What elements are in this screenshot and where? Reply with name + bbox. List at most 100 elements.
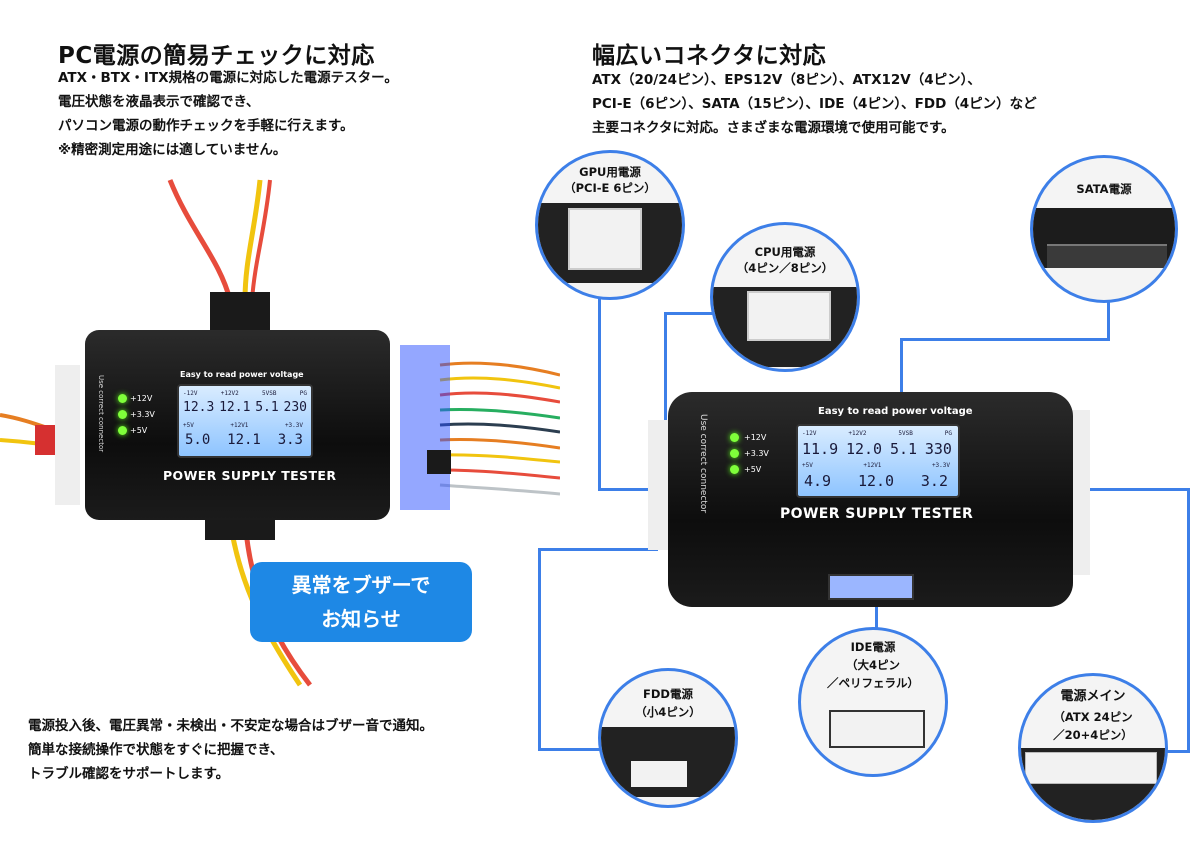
- lcd-value: 11.9: [802, 440, 839, 458]
- left-lcd: -12V +12V2 5VSB PG 12.3 12.1 5.1 230 +5V…: [177, 384, 313, 458]
- left-line: ※精密測定用途には適していません。: [58, 142, 287, 158]
- led-label: +5V: [744, 465, 762, 474]
- callout-line: [664, 312, 667, 492]
- callout-title: GPU用電源: [579, 165, 641, 179]
- brand-label: POWER SUPPLY TESTER: [780, 506, 974, 522]
- led-indicator: [730, 449, 739, 458]
- lcd-label: +5V: [802, 462, 813, 469]
- fdd-connector-image: [631, 761, 687, 787]
- side-text: Use correct connector: [97, 375, 105, 453]
- cpu-connector-image: [747, 291, 831, 341]
- left-tester-body: Easy to read power voltage -12V +12V2 5V…: [85, 330, 451, 520]
- callout-subtitle: ／20+4ピン）: [1053, 728, 1133, 742]
- left-product-image: [0, 179, 560, 687]
- lcd-value: 12.0: [845, 440, 883, 458]
- lcd-label: +12V1: [863, 462, 882, 469]
- lcd-label: 5VSB: [262, 390, 277, 397]
- callout-subtitle: （4ピン／8ピン）: [736, 261, 834, 275]
- left-bottom-description: 電源投入後、電圧異常・未検出・不安定な場合はブザー音で通知。 簡単な接続操作で状…: [28, 714, 433, 786]
- led-indicator: [118, 410, 127, 419]
- lcd-value: 5.0: [185, 432, 211, 448]
- callout-line: [598, 488, 658, 491]
- side-text: Use correct connector: [698, 414, 708, 514]
- led-label: +3.3V: [130, 410, 155, 419]
- left-bottom-line: トラブル確認をサポートします。: [28, 766, 230, 782]
- callout-line: [1090, 488, 1190, 491]
- main-power-callout: 電源メイン （ATX 24ピン ／20+4ピン）: [1018, 673, 1168, 823]
- arrow-down-icon: [427, 450, 451, 474]
- lcd-label: +12V2: [220, 390, 239, 397]
- right-description: ATX（20/24ピン）、EPS12V（8ピン）、ATX12V（4ピン）、 PC…: [592, 68, 1037, 140]
- led-label: +5V: [130, 426, 148, 435]
- lcd-label: PG: [299, 390, 307, 397]
- lcd-value: 12.0: [857, 472, 895, 490]
- callout-title: SATA電源: [1076, 182, 1132, 196]
- led-indicator: [730, 433, 739, 442]
- lcd-value: 4.9: [804, 472, 832, 490]
- lcd-label: +5V: [183, 422, 194, 429]
- lcd-label: +3.3V: [284, 422, 303, 429]
- left-line: パソコン電源の動作チェックを手軽に行えます。: [58, 118, 354, 134]
- callout-line: [538, 548, 658, 551]
- buzzer-alert-badge: 異常をブザーで お知らせ: [250, 562, 472, 642]
- lcd-value: 12.1: [227, 432, 261, 448]
- led-indicator: [118, 426, 127, 435]
- left-description: ATX・BTX・ITX規格の電源に対応した電源テスター。 電圧状態を液晶表示で確…: [58, 66, 398, 162]
- lcd-value: 3.2: [920, 472, 948, 490]
- lcd-value: 3.3: [277, 432, 303, 448]
- lcd-label: -12V: [183, 390, 198, 397]
- callout-line: [598, 290, 601, 490]
- led-label: +12V: [130, 394, 153, 403]
- left-bottom-line: 簡単な接続操作で状態をすぐに把握でき、: [28, 742, 284, 758]
- callout-line: [900, 338, 1110, 341]
- badge-line: お知らせ: [321, 607, 401, 631]
- lcd-label: +3.3V: [931, 462, 950, 469]
- lcd-value: 5.1: [255, 400, 279, 415]
- right-tester-body: Easy to read power voltage -12V +12V2 5V…: [668, 392, 1073, 607]
- led-label: +12V: [744, 433, 767, 442]
- lcd-value: 12.3: [183, 400, 215, 415]
- led-indicator: [118, 394, 127, 403]
- led-indicator: [730, 465, 739, 474]
- led-label: +3.3V: [744, 449, 769, 458]
- ide-connector-image: [829, 710, 925, 748]
- cpu-callout: CPU用電源 （4ピン／8ピン）: [710, 222, 860, 372]
- callout-subtitle: （ATX 24ピン: [1053, 710, 1133, 724]
- gpu-connector-image: [568, 208, 642, 270]
- lcd-label: -12V: [802, 430, 817, 437]
- sata-connector-image: [1047, 244, 1167, 268]
- callout-line: [538, 748, 600, 751]
- badge-line: 異常をブザーで: [291, 573, 431, 597]
- lcd-value: 5.1: [889, 440, 918, 458]
- callout-line: [1165, 750, 1190, 753]
- lcd-title: Easy to read power voltage: [180, 370, 304, 379]
- lcd-value: 330: [924, 440, 952, 458]
- right-lcd: -12V +12V2 5VSB PG 11.9 12.0 5.1 330 +5V…: [796, 424, 960, 498]
- callout-subtitle: （大4ピン: [845, 658, 900, 672]
- callout-line: [664, 312, 720, 315]
- lcd-label: +12V2: [848, 430, 867, 437]
- lcd-value: 12.1: [219, 400, 251, 415]
- lcd-label: 5VSB: [898, 430, 913, 437]
- callout-title: 電源メイン: [1060, 689, 1126, 704]
- callout-line: [1187, 488, 1190, 753]
- callout-title: FDD電源: [643, 687, 693, 701]
- right-line: 主要コネクタに対応。さまざまな電源環境で使用可能です。: [592, 120, 955, 136]
- callout-subtitle: （小4ピン）: [635, 705, 701, 719]
- gpu-callout: GPU用電源 （PCI-E 6ピン）: [535, 150, 685, 300]
- left-heading: PC電源の簡易チェックに対応: [58, 43, 375, 69]
- fdd-callout: FDD電源 （小4ピン）: [598, 668, 738, 808]
- left-line: 電圧状態を液晶表示で確認でき、: [58, 94, 260, 110]
- ide-callout: IDE電源 （大4ピン ／ペリフェラル）: [798, 627, 948, 777]
- ide-port: [828, 574, 914, 600]
- callout-subtitle: （PCI-E 6ピン）: [564, 181, 656, 195]
- right-line: ATX（20/24ピン）、EPS12V（8ピン）、ATX12V（4ピン）、: [592, 72, 981, 88]
- callout-title: IDE電源: [850, 640, 896, 654]
- callout-line: [900, 338, 903, 393]
- lcd-label: +12V1: [230, 422, 249, 429]
- callout-line: [1107, 300, 1110, 340]
- main-connector-image: [1025, 752, 1157, 784]
- right-heading: 幅広いコネクタに対応: [592, 43, 827, 69]
- left-bottom-line: 電源投入後、電圧異常・未検出・不安定な場合はブザー音で通知。: [28, 718, 433, 734]
- left-line: ATX・BTX・ITX規格の電源に対応した電源テスター。: [58, 70, 398, 86]
